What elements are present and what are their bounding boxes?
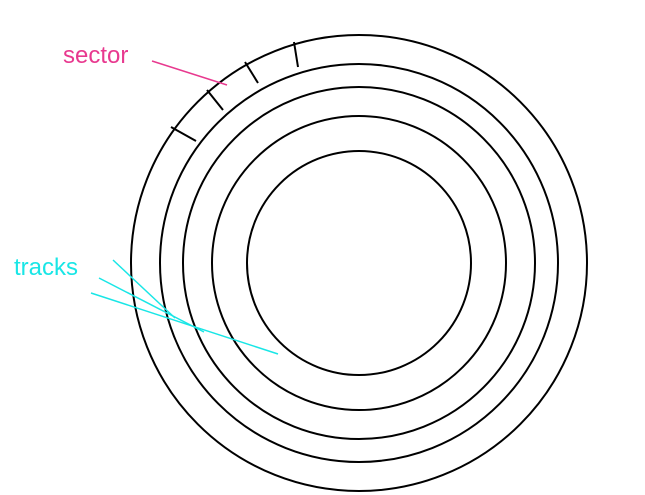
track-3 (182, 86, 536, 440)
tracks-pointer-lines (90, 259, 279, 355)
sector-pointer-line (151, 60, 228, 86)
sector-divider (244, 61, 259, 84)
track-1 (130, 34, 588, 492)
track-5 (246, 150, 472, 376)
sector-divider (170, 126, 197, 142)
sector-divider (293, 41, 299, 68)
disk-tracks (130, 34, 588, 492)
tracks-pointer-line (90, 292, 279, 355)
sector-dividers (170, 41, 299, 142)
sector-label: sector (63, 42, 129, 69)
track-4 (211, 115, 507, 411)
tracks-pointer-line (112, 259, 176, 319)
track-2 (159, 63, 559, 463)
tracks-label: tracks (14, 254, 79, 281)
sector-divider (206, 89, 224, 111)
tracks-pointer-line (98, 277, 205, 333)
